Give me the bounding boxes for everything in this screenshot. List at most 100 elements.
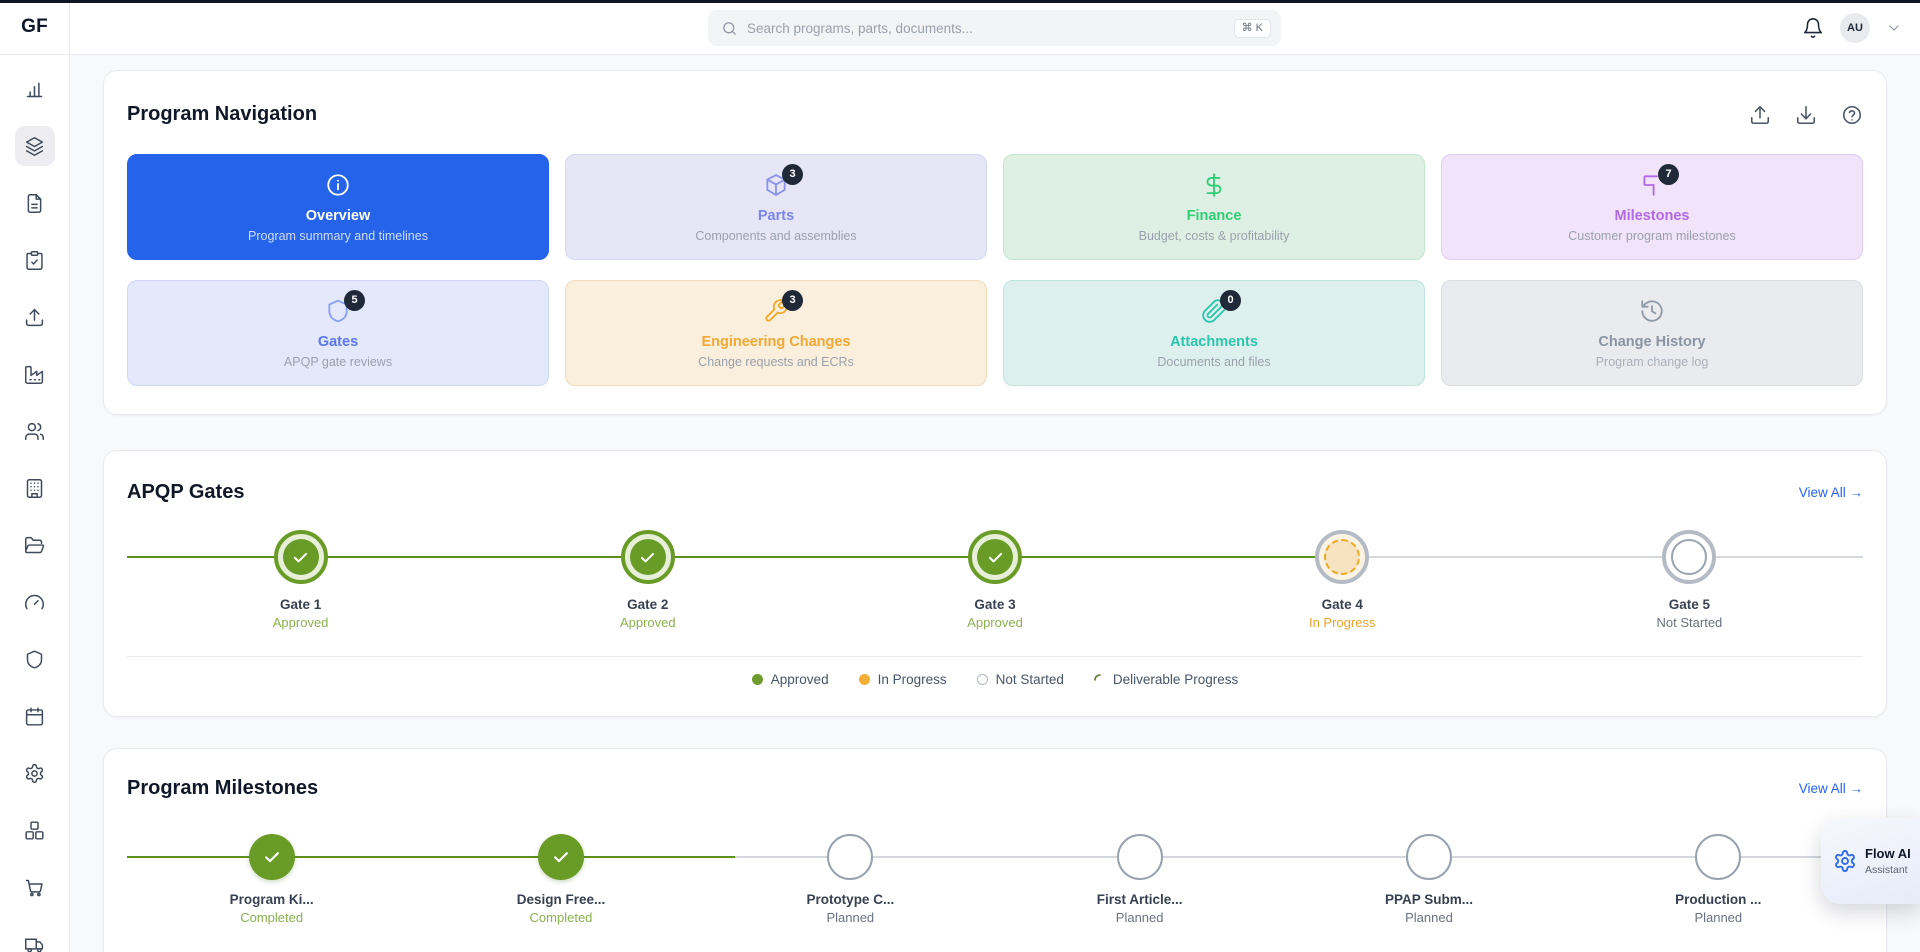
- legend-item-arc: Deliverable Progress: [1094, 672, 1238, 687]
- milestone-status: Planned: [1115, 910, 1164, 925]
- search-icon: [723, 21, 736, 35]
- milestone-node[interactable]: [537, 834, 584, 880]
- download-button[interactable]: [1795, 104, 1817, 126]
- flow-ai-assistant-widget[interactable]: Flow AI Assistant: [1821, 818, 1920, 904]
- truck-icon: [25, 938, 44, 952]
- gate-node[interactable]: [273, 530, 328, 584]
- file-text-icon: [27, 193, 42, 213]
- sidebar-item-import[interactable]: [15, 297, 55, 337]
- sidebar-item-tasks[interactable]: [15, 240, 55, 280]
- clipboard-check-icon: [26, 250, 43, 270]
- milestone-node[interactable]: [827, 834, 874, 880]
- sidebar-item-quality[interactable]: [15, 639, 55, 679]
- sidebar-item-calendar[interactable]: [15, 696, 55, 736]
- global-search[interactable]: ⌘ K: [708, 10, 1281, 46]
- milestone-ppap-subm-: PPAP Subm...Planned: [1284, 834, 1573, 925]
- tile-label: Gates: [317, 333, 359, 350]
- milestone-name: Prototype C...: [806, 892, 895, 907]
- tile-description: Customer program milestones: [1568, 228, 1736, 243]
- sidebar-item-files[interactable]: [15, 525, 55, 565]
- bell-icon[interactable]: [1802, 17, 1824, 39]
- sidebar-item-performance[interactable]: [15, 582, 55, 622]
- milestone-first-article-: First Article... Planned: [995, 834, 1284, 925]
- app-logo: GF: [0, 0, 69, 55]
- tile-label: Parts: [757, 207, 795, 224]
- legend-label: Approved: [770, 672, 829, 687]
- user-avatar[interactable]: AU: [1840, 12, 1870, 43]
- milestone-node[interactable]: [1405, 834, 1452, 880]
- sidebar-item-logistics[interactable]: [15, 924, 55, 952]
- factory-icon: [25, 365, 44, 384]
- export-button[interactable]: [1749, 104, 1771, 126]
- search-input[interactable]: [747, 20, 1234, 36]
- gates-view-all-link[interactable]: View All →: [1798, 485, 1863, 500]
- info-icon: [327, 173, 349, 196]
- milestone-node[interactable]: [1695, 834, 1742, 880]
- gate-status: In Progress: [1308, 615, 1376, 630]
- gate-node[interactable]: [620, 530, 675, 584]
- sidebar-item-programs[interactable]: [14, 126, 55, 166]
- gate-node[interactable]: [968, 530, 1022, 584]
- check-icon: [641, 552, 655, 562]
- gate-name: Gate 2: [627, 597, 669, 612]
- gate-status: Approved: [619, 615, 676, 630]
- sidebar-item-settings[interactable]: [15, 753, 55, 793]
- check-icon: [988, 552, 1002, 562]
- gate-node-inner: [1324, 539, 1361, 575]
- card-actions: [1749, 104, 1863, 126]
- sidebar-item-analytics[interactable]: [15, 69, 55, 109]
- legend-marker: [751, 674, 763, 685]
- tile-icon-wrap: [1201, 172, 1227, 198]
- shopping-cart-icon: [25, 879, 43, 896]
- apqp-gates-title: APQP Gates: [127, 481, 245, 503]
- gate-status: Approved: [272, 615, 329, 630]
- gear-icon: [25, 763, 44, 783]
- upload-icon: [25, 308, 44, 326]
- tile-label: Finance: [1186, 207, 1242, 224]
- help-button[interactable]: [1841, 104, 1863, 126]
- chevron-down-icon[interactable]: [1886, 20, 1902, 36]
- program-milestones-card: Program Milestones View All → Program Ki…: [103, 748, 1887, 952]
- milestone-name: First Article...: [1096, 892, 1183, 907]
- milestone-node[interactable]: [1116, 834, 1163, 880]
- users-icon: [25, 422, 44, 440]
- milestone-status: Planned: [826, 910, 875, 925]
- milestone-node[interactable]: [248, 834, 295, 880]
- count-badge: 5: [344, 289, 365, 311]
- milestones-view-all-link[interactable]: View All →: [1798, 781, 1863, 796]
- sidebar-item-plants[interactable]: [15, 354, 55, 394]
- divider: [127, 656, 1863, 657]
- sidebar-item-organization[interactable]: [15, 468, 55, 508]
- program-navigation-title: Program Navigation: [127, 103, 318, 125]
- tile-description: Documents and files: [1157, 354, 1271, 369]
- gate-node[interactable]: [1315, 530, 1370, 584]
- sidebar-item-teams[interactable]: [15, 411, 55, 451]
- help-circle-icon: [1842, 105, 1862, 124]
- tile-label: Overview: [305, 207, 371, 224]
- milestone-name: PPAP Subm...: [1384, 892, 1473, 907]
- milestone-production-: Production ...Planned: [1574, 834, 1863, 925]
- timeline-progress-line: [127, 856, 735, 858]
- sidebar-item-documents[interactable]: [15, 183, 55, 223]
- count-badge: 0: [1220, 289, 1241, 311]
- search-shortcut-badge: ⌘ K: [1233, 18, 1271, 38]
- sidebar-item-modules[interactable]: [15, 810, 55, 850]
- gate-node[interactable]: [1662, 530, 1717, 584]
- sidebar-item-procurement[interactable]: [15, 867, 55, 907]
- count-badge: 3: [782, 163, 803, 185]
